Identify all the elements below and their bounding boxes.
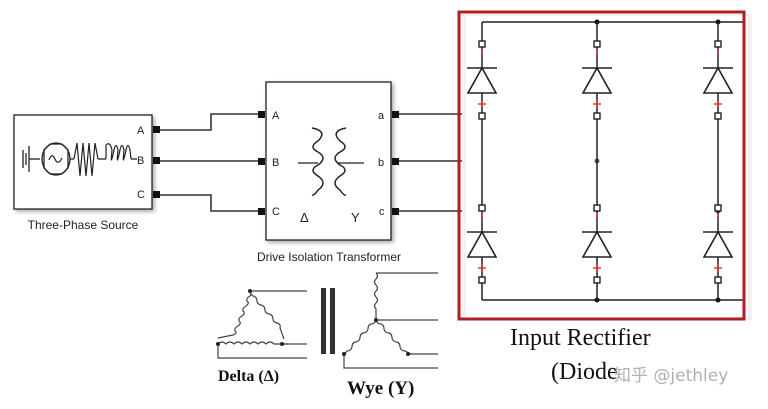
wire-phase-a xyxy=(160,113,258,131)
wye-label: Wye (Y) xyxy=(347,378,414,399)
diode-terminal xyxy=(714,40,722,48)
transformer-in-label-C: C xyxy=(272,206,280,218)
diode-bridge xyxy=(466,19,744,303)
diode-terminal xyxy=(714,112,722,120)
transformer-coils-icon xyxy=(298,127,364,196)
wire-phase-c xyxy=(160,194,258,212)
diode-terminal xyxy=(478,40,486,48)
diode-terminal xyxy=(593,112,601,120)
transformer-in-label-A: A xyxy=(272,110,280,122)
rectifier-highlight-frame[interactable] xyxy=(457,10,746,321)
delta-winding-icon xyxy=(216,289,307,359)
source-port-label-b: B xyxy=(137,155,144,167)
source-block-caption: Three-Phase Source xyxy=(28,218,139,232)
transformer-out-label-c: c xyxy=(379,206,385,218)
transformer-in-label-B: B xyxy=(272,157,279,169)
source-to-transformer-wires xyxy=(160,113,258,212)
diode-upper-2-icon xyxy=(581,66,613,94)
diode-terminal xyxy=(714,204,722,212)
rectifier-panel xyxy=(466,16,748,318)
diode-lower-1-icon xyxy=(466,230,498,258)
diode-upper-1-icon xyxy=(466,66,498,94)
transformer-primary-symbol: Δ xyxy=(300,210,309,225)
transformer-block-caption: Drive Isolation Transformer xyxy=(257,250,401,264)
input-rectifier-group[interactable] xyxy=(457,10,752,321)
watermark: 知乎 @jethley xyxy=(614,366,728,386)
transformer-port-C[interactable] xyxy=(258,208,265,215)
wye-winding-icon xyxy=(342,272,438,369)
source-port-c[interactable] xyxy=(153,191,160,198)
rectifier-title-line2: (Diode xyxy=(551,359,618,385)
diode-terminal xyxy=(478,112,486,120)
transformer-port-c[interactable] xyxy=(392,208,399,215)
transformer-secondary-symbol: Y xyxy=(351,210,360,225)
diode-terminal xyxy=(593,204,601,212)
source-block-frame[interactable] xyxy=(13,114,153,210)
diode-terminal xyxy=(593,40,601,48)
transformer-port-a[interactable] xyxy=(392,111,399,118)
drive-isolation-transformer-block[interactable]: A B C a b c Δ Y Drive Isolation Transfor… xyxy=(257,81,401,264)
rectifier-title-line1: Input Rectifier xyxy=(510,325,651,351)
diode-terminal xyxy=(478,276,486,284)
diode-terminal xyxy=(478,204,486,212)
diode-lower-3-icon xyxy=(702,230,734,258)
diode-upper-3-icon xyxy=(702,66,734,94)
diode-terminal xyxy=(714,276,722,284)
transformer-port-B[interactable] xyxy=(258,158,265,165)
diode-lower-2-icon xyxy=(581,230,613,258)
core-bar-left xyxy=(321,288,326,354)
three-phase-source-block[interactable]: A B C Three-Phase Source xyxy=(13,114,160,232)
transformer-out-label-b: b xyxy=(378,157,384,169)
transformer-block-frame[interactable] xyxy=(265,81,392,241)
source-port-a[interactable] xyxy=(153,126,160,133)
source-port-b[interactable] xyxy=(153,157,160,164)
transformer-port-b[interactable] xyxy=(392,158,399,165)
source-port-label-c: C xyxy=(137,189,145,201)
core-bar-right xyxy=(330,288,335,354)
winding-legend: Delta (Δ) Wye (Y) xyxy=(216,272,438,399)
diode-terminal xyxy=(593,276,601,284)
delta-label: Delta (Δ) xyxy=(218,368,279,385)
source-symbol-icon xyxy=(22,142,137,177)
transformer-out-label-a: a xyxy=(378,110,385,122)
transformer-port-A[interactable] xyxy=(258,111,265,118)
source-port-label-a: A xyxy=(137,125,145,137)
